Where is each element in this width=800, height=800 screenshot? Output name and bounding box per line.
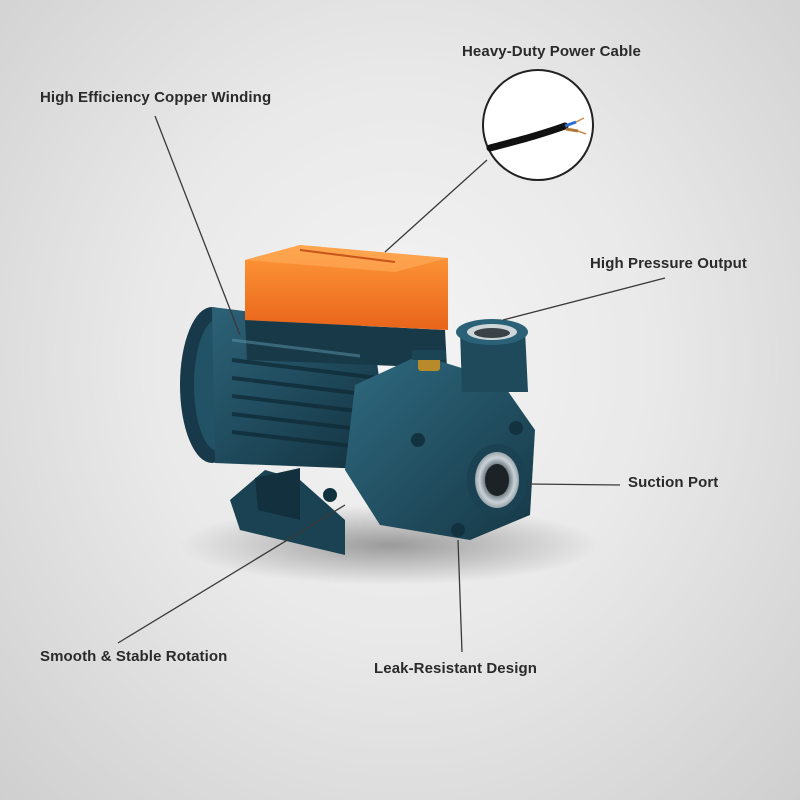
callout-leader-lines: [117, 115, 666, 653]
callout-power-cable: Heavy-Duty Power Cable: [462, 43, 641, 60]
callout-leak-resistant: Leak-Resistant Design: [374, 660, 537, 677]
callout-smooth-rotation: Smooth & Stable Rotation: [40, 648, 228, 665]
callout-copper-winding: High Efficiency Copper Winding: [40, 89, 272, 106]
suction-port: [467, 444, 527, 516]
pressure-outlet: [456, 319, 528, 392]
leader-smooth: [117, 504, 346, 644]
leader-suction: [527, 483, 621, 486]
callout-pressure-output: High Pressure Output: [590, 255, 748, 272]
terminal-box: [245, 245, 448, 330]
leader-output: [502, 277, 666, 321]
power-cable-inset: [482, 69, 594, 181]
leader-leak: [457, 539, 463, 653]
leader-cable: [384, 159, 488, 253]
water-pump: [180, 245, 535, 555]
leader-copper: [154, 115, 241, 336]
callout-suction-port: Suction Port: [628, 474, 719, 491]
